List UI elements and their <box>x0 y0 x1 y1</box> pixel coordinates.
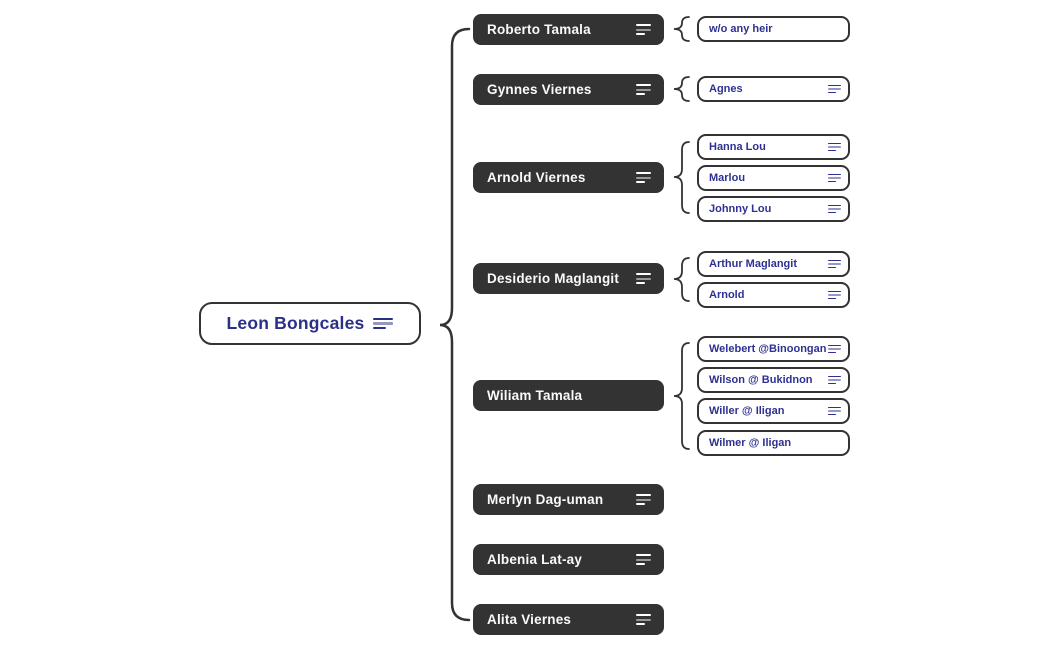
subtopic-marlou[interactable]: Marlou <box>697 165 850 191</box>
subtopic-label: Marlou <box>709 172 746 184</box>
topic-label: Gynnes Viernes <box>487 82 592 97</box>
topic-roberto-tamala[interactable]: Roberto Tamala <box>473 14 664 45</box>
subtopic-wo-any-heir[interactable]: w/o any heir <box>697 16 850 42</box>
topic-albenia-lat-ay[interactable]: Albenia Lat-ay <box>473 544 664 575</box>
notes-icon[interactable] <box>828 344 841 354</box>
brace-desiderio-children <box>673 257 690 302</box>
subtopic-label: Welebert @Binoongan <box>709 343 827 355</box>
brace-wiliam-children <box>673 342 690 450</box>
brace-gynnes-children <box>673 76 690 102</box>
subtopic-label: Arthur Maglangit <box>709 258 797 270</box>
topic-alita-viernes[interactable]: Alita Viernes <box>473 604 664 635</box>
notes-icon[interactable] <box>636 554 651 565</box>
notes-icon[interactable] <box>636 24 651 35</box>
subtopic-label: Agnes <box>709 83 743 95</box>
subtopic-willer-iligan[interactable]: Willer @ Iligan <box>697 398 850 424</box>
notes-icon[interactable] <box>636 172 651 183</box>
notes-icon[interactable] <box>636 614 651 625</box>
topic-label: Merlyn Dag-uman <box>487 492 604 507</box>
notes-icon[interactable] <box>373 317 394 330</box>
topic-label: Arnold Viernes <box>487 170 586 185</box>
notes-icon[interactable] <box>636 84 651 95</box>
topic-arnold-viernes[interactable]: Arnold Viernes <box>473 162 664 193</box>
notes-icon[interactable] <box>828 142 841 152</box>
notes-icon[interactable] <box>636 494 651 505</box>
subtopic-label: Johnny Lou <box>709 203 772 215</box>
root-topic-leon-bongcales[interactable]: Leon Bongcales <box>199 302 421 345</box>
notes-icon[interactable] <box>828 375 841 385</box>
notes-icon[interactable] <box>828 259 841 269</box>
topic-desiderio-maglangit[interactable]: Desiderio Maglangit <box>473 263 664 294</box>
root-topic-label: Leon Bongcales <box>226 313 365 333</box>
notes-icon[interactable] <box>636 273 651 284</box>
topic-label: Alita Viernes <box>487 612 572 627</box>
notes-icon[interactable] <box>828 204 841 214</box>
subtopic-agnes[interactable]: Agnes <box>697 76 850 102</box>
subtopic-arnold[interactable]: Arnold <box>697 282 850 308</box>
subtopic-label: Willer @ Iligan <box>709 405 785 417</box>
topic-label: Desiderio Maglangit <box>487 271 620 286</box>
subtopic-hanna-lou[interactable]: Hanna Lou <box>697 134 850 160</box>
brace-roberto-children <box>673 16 690 42</box>
subtopic-label: Arnold <box>709 289 745 301</box>
brace-arnold-children <box>673 141 690 214</box>
subtopic-wilmer-iligan[interactable]: Wilmer @ Iligan <box>697 430 850 456</box>
topic-gynnes-viernes[interactable]: Gynnes Viernes <box>473 74 664 105</box>
topic-merlyn-dag-uman[interactable]: Merlyn Dag-uman <box>473 484 664 515</box>
notes-icon[interactable] <box>828 406 841 416</box>
brace-root-to-parents <box>439 27 471 622</box>
subtopic-label: Wilson @ Bukidnon <box>709 374 813 386</box>
subtopic-wilson-bukidnon[interactable]: Wilson @ Bukidnon <box>697 367 850 393</box>
topic-wiliam-tamala[interactable]: Wiliam Tamala <box>473 380 664 411</box>
topic-label: Roberto Tamala <box>487 22 591 37</box>
notes-icon[interactable] <box>828 173 841 183</box>
topic-label: Albenia Lat-ay <box>487 552 583 567</box>
subtopic-label: Wilmer @ Iligan <box>709 437 792 449</box>
topic-label: Wiliam Tamala <box>487 388 583 403</box>
subtopic-arthur-maglangit[interactable]: Arthur Maglangit <box>697 251 850 277</box>
subtopic-welebert-binoongan[interactable]: Welebert @Binoongan <box>697 336 850 362</box>
notes-icon[interactable] <box>828 84 841 94</box>
notes-icon[interactable] <box>828 290 841 300</box>
subtopic-label: w/o any heir <box>709 23 773 35</box>
subtopic-label: Hanna Lou <box>709 141 766 153</box>
subtopic-johnny-lou[interactable]: Johnny Lou <box>697 196 850 222</box>
